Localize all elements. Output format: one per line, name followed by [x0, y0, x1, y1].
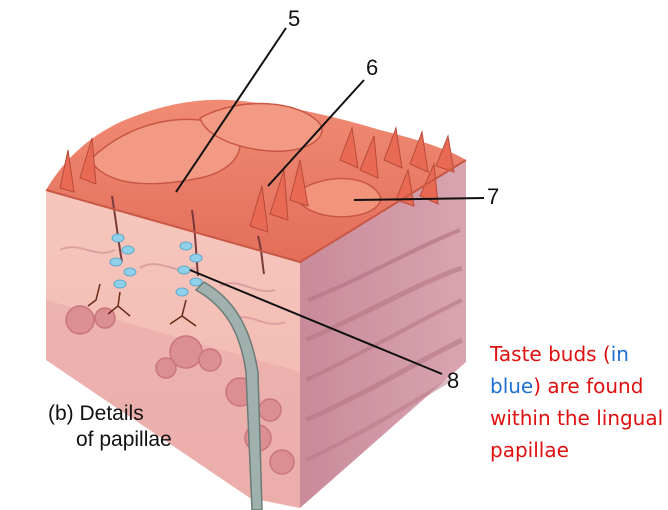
muscle-side-face — [300, 160, 466, 508]
figure-caption: (b) Details of papillae — [48, 401, 172, 453]
taste-buds-note: Taste buds (in blue) are found within th… — [490, 338, 668, 466]
mucosa-top-surface — [45, 99, 467, 277]
callout-8: 8 — [447, 368, 460, 393]
caption-line-1: (b) Details — [48, 402, 144, 425]
callout-7: 7 — [487, 184, 500, 209]
note-part-1: Taste buds ( — [490, 342, 611, 366]
leader-lines — [175, 27, 485, 375]
caption-line-2: of papillae — [76, 428, 172, 451]
pointer-probe — [194, 281, 263, 510]
note-part-5: ) are found within the lingual papillae — [490, 374, 664, 462]
taste-buds — [109, 233, 203, 297]
nerve-branches — [87, 283, 197, 327]
callout-5: 5 — [288, 6, 301, 31]
note-in-blue: in — [610, 342, 629, 366]
callout-6: 6 — [366, 55, 379, 80]
note-blue-word: blue — [490, 374, 534, 398]
